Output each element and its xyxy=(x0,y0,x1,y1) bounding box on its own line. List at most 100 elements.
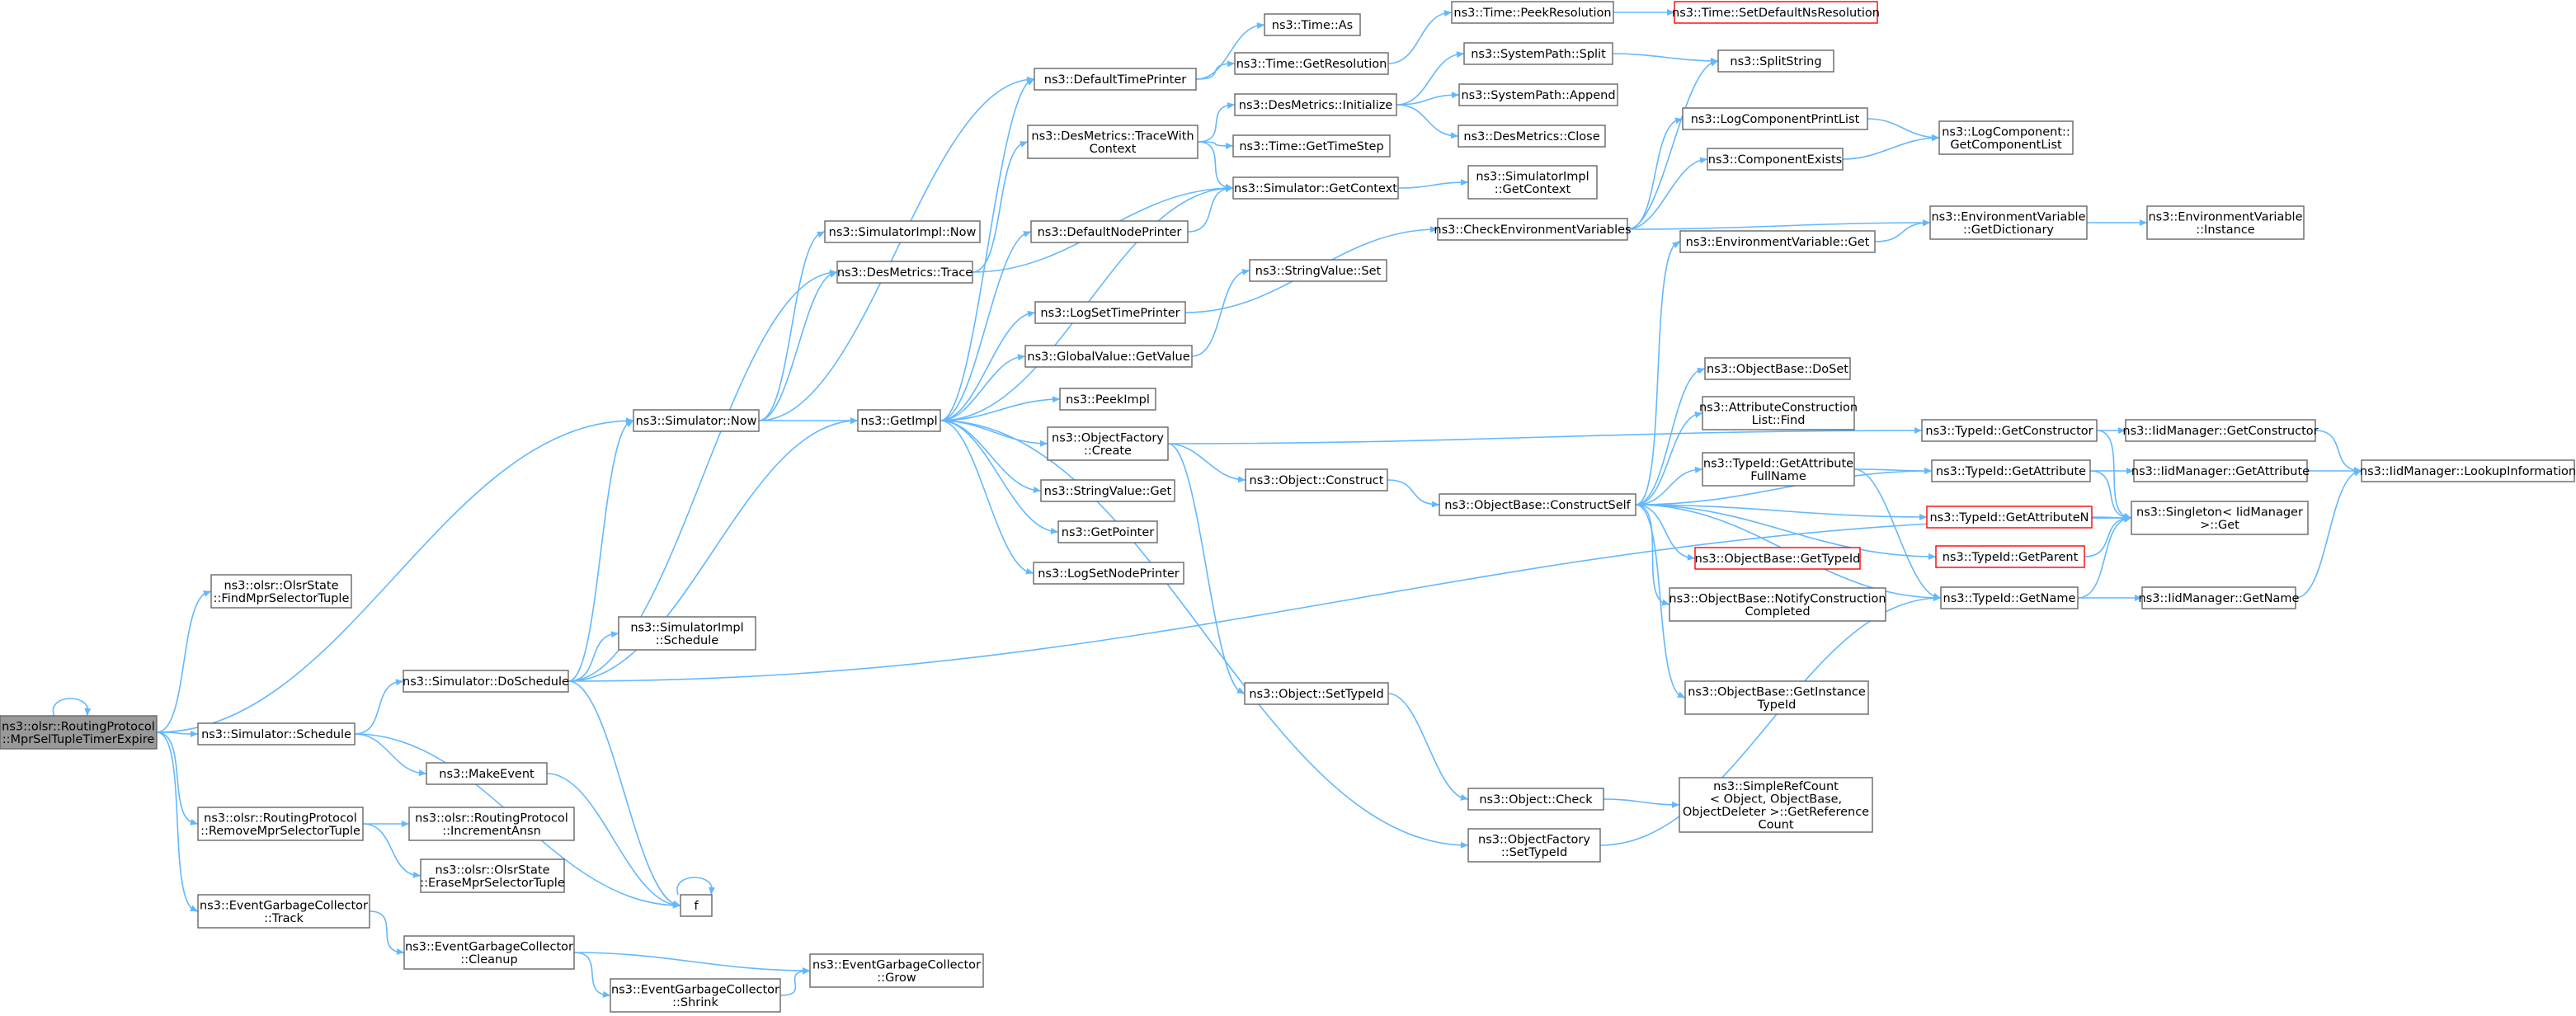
arrowhead xyxy=(395,679,403,686)
node-sv-get[interactable]: ns3::StringValue::Get xyxy=(1040,479,1175,502)
node-erase-mpr[interactable]: ns3::olsr::OlsrState::EraseMprSelectorTu… xyxy=(420,858,565,893)
node-tid-get-attr[interactable]: ns3::TypeId::GetAttribute xyxy=(1931,459,2091,482)
node-label: ns3::Time::GetTimeStep xyxy=(1239,140,1383,153)
node-get-impl[interactable]: ns3::GetImpl xyxy=(857,409,941,432)
node-label: ns3::Object::SetTypeId xyxy=(1249,688,1383,701)
call-edge xyxy=(1635,504,1696,559)
node-egc-track[interactable]: ns3::EventGarbageCollector::Track xyxy=(197,894,370,929)
node-obj-set-type-id[interactable]: ns3::Object::SetTypeId xyxy=(1244,682,1389,705)
node-label: ::FindMprSelectorTuple xyxy=(214,592,350,605)
node-singleton-get[interactable]: ns3::Singleton< IidManager>::Get xyxy=(2131,501,2309,535)
node-peek-impl[interactable]: ns3::PeekImpl xyxy=(1059,388,1156,411)
node-time-set-def[interactable]: ns3::Time::SetDefaultNsResolution xyxy=(1672,1,1880,24)
node-env-get[interactable]: ns3::EnvironmentVariable::Get xyxy=(1679,230,1876,253)
call-edge xyxy=(1167,430,1923,444)
node-sim-impl-get-ctx[interactable]: ns3::SimulatorImpl::GetContext xyxy=(1467,165,1598,200)
call-edge xyxy=(567,517,2132,682)
node-label: ns3::EventGarbageCollector xyxy=(812,958,981,971)
node-obj-construct[interactable]: ns3::Object::Construct xyxy=(1245,468,1388,492)
node-sim-do-schedule[interactable]: ns3::Simulator::DoSchedule xyxy=(403,670,569,693)
arrowhead xyxy=(672,901,680,908)
node-des-trace[interactable]: ns3::DesMetrics::Trace xyxy=(836,261,973,284)
node-time-get-step[interactable]: ns3::Time::GetTimeStep xyxy=(1232,134,1391,158)
node-split-string[interactable]: ns3::SplitString xyxy=(1717,49,1834,73)
arrowhead xyxy=(2135,595,2142,601)
node-env-get-dict[interactable]: ns3::EnvironmentVariable::GetDictionary xyxy=(1929,205,2088,240)
node-label: ns3::EnvironmentVariable xyxy=(2148,210,2302,223)
node-obj-check[interactable]: ns3::Object::Check xyxy=(1467,788,1604,811)
node-env-instance[interactable]: ns3::EnvironmentVariable::Instance xyxy=(2146,205,2305,240)
node-box xyxy=(210,574,352,609)
node-time-peek-res[interactable]: ns3::Time::PeekResolution xyxy=(1451,1,1614,24)
node-iid-get-name[interactable]: ns3::IidManager::GetName xyxy=(2139,586,2300,609)
node-check-env[interactable]: ns3::CheckEnvironmentVariables xyxy=(1434,218,1632,241)
node-sp-append[interactable]: ns3::SystemPath::Append xyxy=(1458,83,1618,106)
node-get-pointer[interactable]: ns3::GetPointer xyxy=(1057,520,1158,543)
node-iid-get-attr[interactable]: ns3::IidManager::GetAttribute xyxy=(2131,459,2310,482)
node-label: ::Track xyxy=(264,912,304,925)
call-edge xyxy=(567,633,619,682)
node-box xyxy=(1249,259,1387,282)
call-edge xyxy=(758,231,826,421)
node-gv-get-value[interactable]: ns3::GlobalValue::GetValue xyxy=(1024,345,1193,368)
node-tid-get-ctor[interactable]: ns3::TypeId::GetConstructor xyxy=(1921,419,2098,442)
node-find-mpr[interactable]: ns3::olsr::OlsrState::FindMprSelectorTup… xyxy=(210,574,352,609)
node-tid-get-name[interactable]: ns3::TypeId::GetName xyxy=(1940,586,2079,609)
node-time-get-res[interactable]: ns3::Time::GetResolution xyxy=(1234,52,1389,75)
node-log-set-node[interactable]: ns3::LogSetNodePrinter xyxy=(1033,562,1184,585)
node-sim-impl-schedule[interactable]: ns3::SimulatorImpl::Schedule xyxy=(618,616,756,651)
call-edge xyxy=(52,698,89,717)
node-def-time-printer[interactable]: ns3::DefaultTimePrinter xyxy=(1034,68,1197,91)
node-iid-get-ctor[interactable]: ns3::IidManager::GetConstructor xyxy=(2122,419,2319,442)
node-tid-get-attr-n[interactable]: ns3::TypeId::GetAttributeN xyxy=(1926,506,2093,529)
node-time-as[interactable]: ns3::Time::As xyxy=(1264,13,1361,36)
node-ob-construct-self[interactable]: ns3::ObjectBase::ConstructSelf xyxy=(1439,493,1636,516)
node-box xyxy=(197,807,364,841)
node-des-init[interactable]: ns3::DesMetrics::Initialize xyxy=(1234,93,1397,116)
node-label: ns3::DesMetrics::Close xyxy=(1463,130,1599,143)
node-box xyxy=(403,935,575,970)
call-edge xyxy=(2077,517,2132,599)
node-f[interactable]: f xyxy=(680,894,713,917)
node-sp-split[interactable]: ns3::SystemPath::Split xyxy=(1463,42,1613,65)
node-box xyxy=(1451,1,1614,24)
node-sim-now[interactable]: ns3::Simulator::Now xyxy=(633,409,760,432)
node-log-comp-print[interactable]: ns3::LogComponentPrintList xyxy=(1682,107,1868,130)
node-remove-mpr[interactable]: ns3::olsr::RoutingProtocol::RemoveMprSel… xyxy=(197,807,364,841)
node-root[interactable]: ns3::olsr::RoutingProtocol::MprSelTupleT… xyxy=(0,715,158,750)
node-inc-ansn[interactable]: ns3::olsr::RoutingProtocol::IncrementAns… xyxy=(408,807,575,841)
node-box xyxy=(1047,426,1169,461)
node-log-comp-get-list[interactable]: ns3::LogComponent::GetComponentList xyxy=(1938,120,2074,155)
node-box xyxy=(1921,419,2098,442)
node-iid-lookup[interactable]: ns3::IidManager::LookupInformation xyxy=(2360,459,2576,482)
node-sim-impl-now[interactable]: ns3::SimulatorImpl::Now xyxy=(824,220,981,243)
node-box xyxy=(1929,205,2088,240)
node-egc-grow[interactable]: ns3::EventGarbageCollector::Grow xyxy=(809,953,984,988)
node-def-node-printer[interactable]: ns3::DefaultNodePrinter xyxy=(1030,220,1189,243)
node-sim-get-ctx[interactable]: ns3::Simulator::GetContext xyxy=(1232,176,1399,200)
node-sim-schedule[interactable]: ns3::Simulator::Schedule xyxy=(197,722,356,746)
node-ob-do-set[interactable]: ns3::ObjectBase::DoSet xyxy=(1704,357,1851,380)
node-of-set-type-id[interactable]: ns3::ObjectFactory::SetTypeId xyxy=(1467,828,1601,863)
node-egc-cleanup[interactable]: ns3::EventGarbageCollector::Cleanup xyxy=(403,935,575,970)
node-tid-get-parent[interactable]: ns3::TypeId::GetParent xyxy=(1935,545,2085,568)
node-box xyxy=(1704,357,1851,380)
arrowhead xyxy=(1026,79,1034,86)
node-des-close[interactable]: ns3::DesMetrics::Close xyxy=(1458,125,1606,148)
node-ob-get-type-id[interactable]: ns3::ObjectBase::GetTypeId xyxy=(1694,547,1861,570)
node-ob-notify[interactable]: ns3::ObjectBase::NotifyConstructionCompl… xyxy=(1669,587,1886,622)
node-simple-ref[interactable]: ns3::SimpleRefCount< Object, ObjectBase,… xyxy=(1679,777,1873,833)
node-of-create[interactable]: ns3::ObjectFactory::Create xyxy=(1047,426,1169,461)
node-comp-exists[interactable]: ns3::ComponentExists xyxy=(1707,148,1844,171)
node-label: ObjectDeleter >::GetReference xyxy=(1683,806,1869,819)
node-sv-set[interactable]: ns3::StringValue::Set xyxy=(1249,259,1387,282)
node-label: ::IncrementAnsn xyxy=(442,825,541,838)
node-log-set-time[interactable]: ns3::LogSetTimePrinter xyxy=(1034,301,1186,324)
node-make-event[interactable]: ns3::MakeEvent xyxy=(426,762,548,785)
node-egc-shrink[interactable]: ns3::EventGarbageCollector::Shrink xyxy=(610,978,781,1013)
call-edge xyxy=(940,420,1469,846)
